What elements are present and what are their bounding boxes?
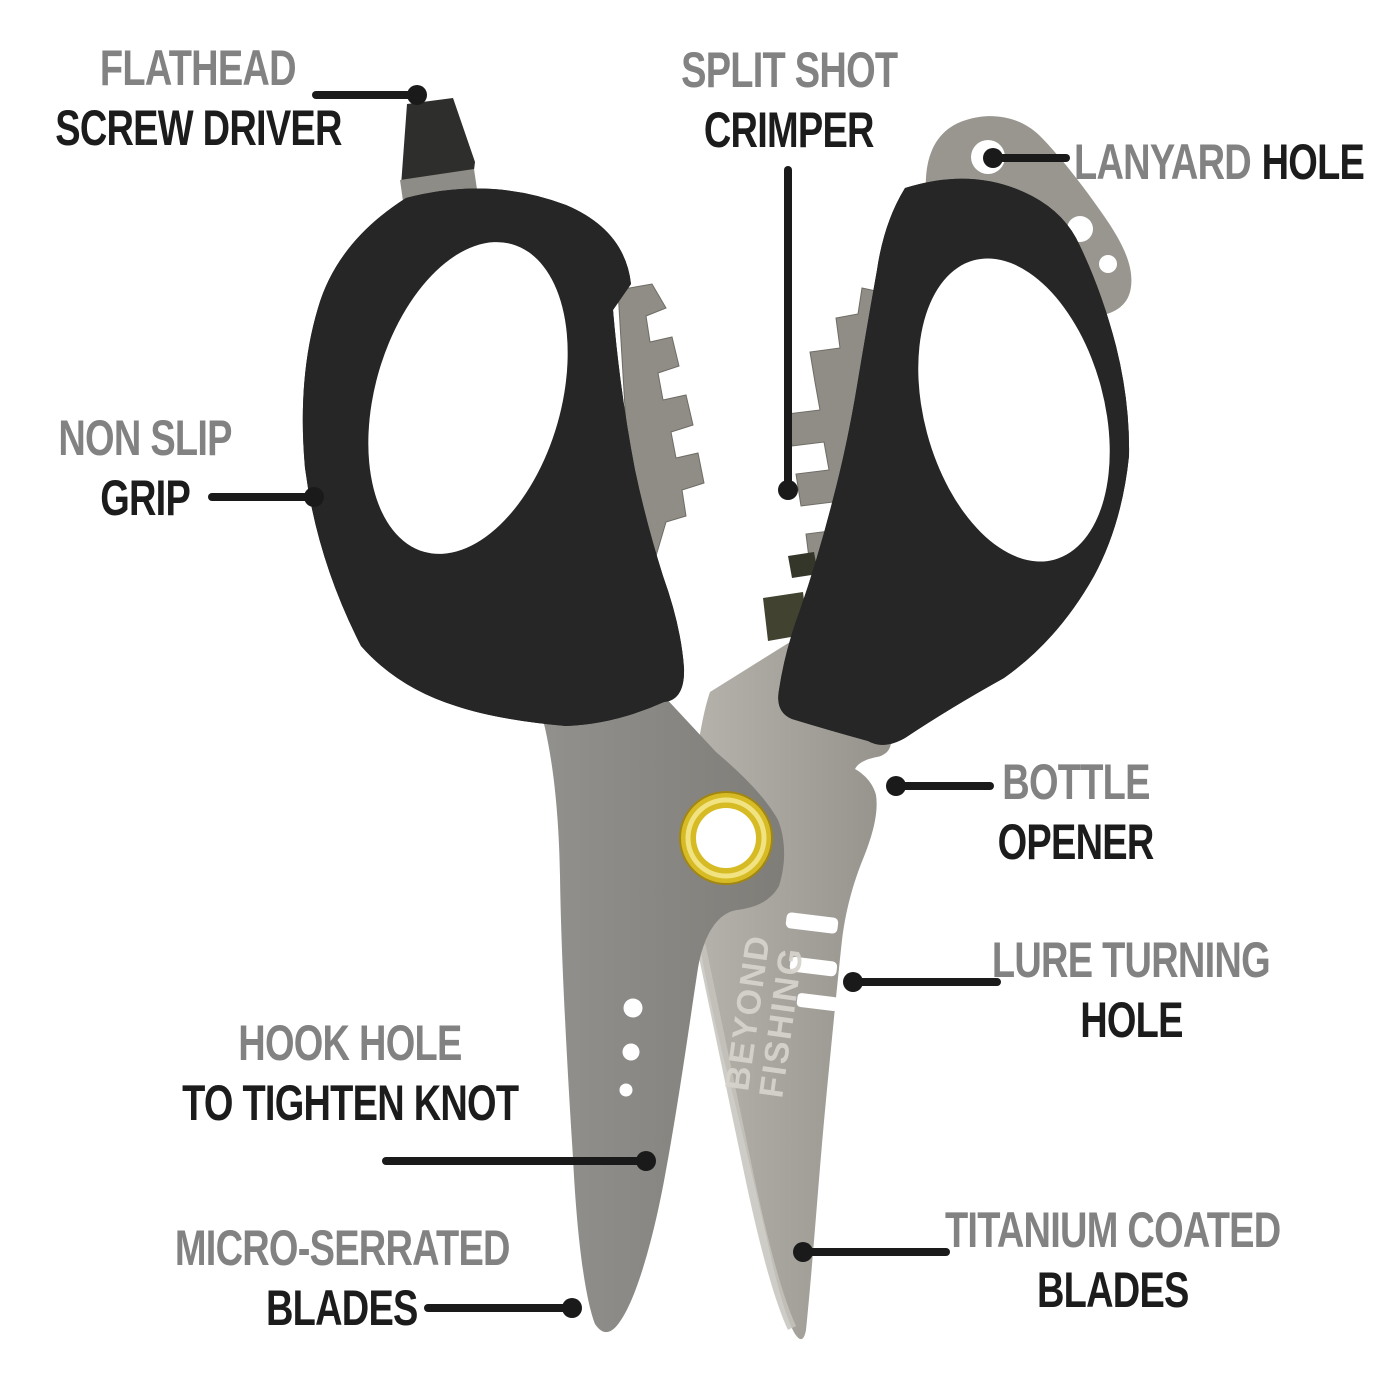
tab-hole-small [1099, 255, 1117, 273]
leader-dot-lanyard [983, 148, 1003, 168]
callout-hook-secondary: TO TIGHTEN KNOT [181, 1075, 519, 1131]
lure-turning-slots [785, 912, 839, 1012]
callout-bottle-opener: BOTTLE OPENER [776, 752, 1376, 872]
callout-titanium-coated-blades: TITANIUM COATED BLADES [813, 1200, 1400, 1320]
leader-dots [304, 85, 1003, 1318]
left-handle [302, 188, 685, 727]
leader-dot-titanium [793, 1242, 813, 1262]
leader-dot-lure [843, 972, 863, 992]
callout-lure-turning-hole: LURE TURNING HOLE [831, 930, 1400, 1050]
right-blade-bevel-highlight [696, 944, 797, 1330]
callout-flathead-secondary: SCREW DRIVER [54, 100, 342, 156]
callout-bottle-secondary: OPENER [998, 814, 1155, 870]
leader-dot-bottle [886, 776, 906, 796]
callout-flathead-primary: FLATHEAD [100, 40, 297, 96]
callout-non-slip-primary: NON SLIP [58, 410, 232, 466]
callout-non-slip-grip: NON SLIP GRIP [0, 408, 445, 528]
pivot-ring [679, 791, 773, 885]
callout-bottle-primary: BOTTLE [1002, 754, 1150, 810]
callout-non-slip-secondary: GRIP [100, 470, 191, 526]
leader-dot-grip [304, 487, 324, 507]
callout-lure-primary: LURE TURNING [992, 932, 1271, 988]
callout-hook-primary: HOOK HOLE [238, 1015, 462, 1071]
small-tab [788, 552, 818, 578]
callout-titanium-secondary: BLADES [1037, 1262, 1189, 1318]
leader-dot-crimper [778, 480, 798, 500]
leader-dot-micro [562, 1298, 582, 1318]
leader-dot-flathead [407, 85, 427, 105]
callout-split-shot-primary: SPLIT SHOT [680, 42, 898, 98]
left-handle-opening [368, 242, 568, 554]
callout-lure-secondary: HOLE [1079, 992, 1183, 1048]
right-handle [778, 178, 1130, 745]
right-handle-opening [918, 258, 1110, 562]
callout-micro-primary: MICRO-SERRATED [174, 1220, 511, 1276]
callout-lanyard-secondary: HOLE [1261, 134, 1365, 190]
callout-micro-serrated-blades: MICRO-SERRATED BLADES [42, 1218, 642, 1338]
callout-hook-hole: HOOK HOLE TO TIGHTEN KNOT [50, 1013, 650, 1133]
leader-lines [208, 91, 1070, 1312]
callout-lanyard-primary: LANYARD [1074, 134, 1252, 190]
leader-dot-hook [636, 1151, 656, 1171]
callout-flathead-screwdriver: FLATHEAD SCREW DRIVER [0, 38, 498, 158]
callout-split-shot-secondary: CRIMPER [704, 102, 875, 158]
hook-holes [619, 998, 643, 1097]
callout-split-shot-crimper: SPLIT SHOT CRIMPER [489, 40, 1089, 160]
callout-micro-secondary: BLADES [266, 1280, 418, 1336]
callout-titanium-primary: TITANIUM COATED [945, 1202, 1281, 1258]
